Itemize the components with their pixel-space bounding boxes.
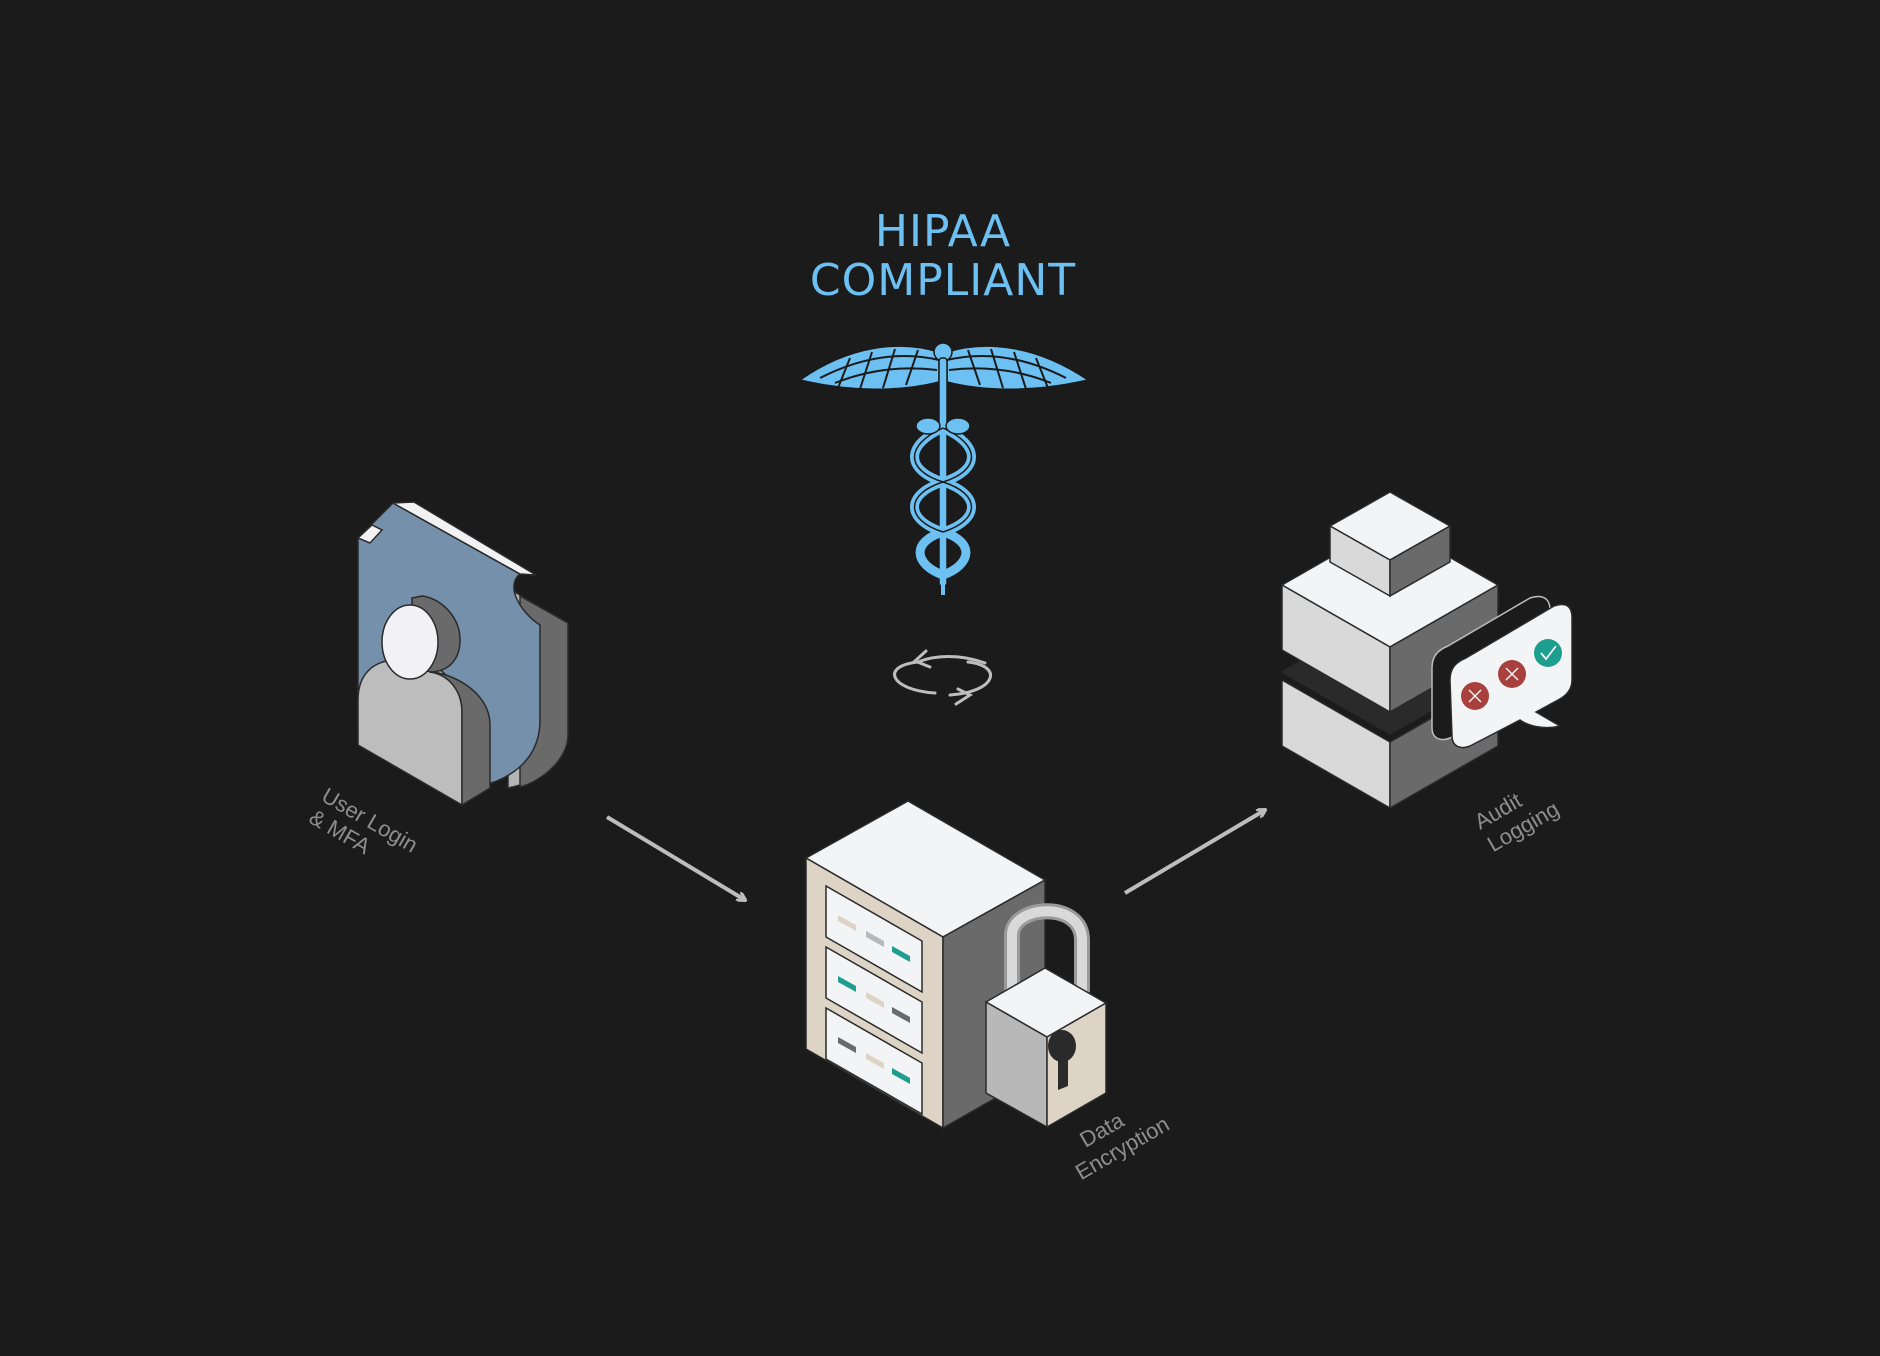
caduceus-icon — [798, 342, 1090, 595]
audit-log-icon — [1280, 491, 1573, 810]
arrow-login-to-encryption — [605, 815, 745, 900]
label-user-login: User Login & MFA — [305, 783, 422, 859]
check-mark-icon — [1534, 639, 1562, 667]
title-line-1: HIPAA — [875, 206, 1011, 257]
user-shield-icon — [356, 501, 569, 807]
arrow-encryption-to-audit — [1123, 810, 1265, 895]
title-line-2: COMPLIANT — [810, 255, 1076, 306]
refresh-cycle-icon — [893, 649, 992, 706]
label-audit-logging: Audit Logging — [1470, 788, 1563, 857]
title: HIPAA COMPLIANT — [810, 206, 1076, 306]
server-lock-icon — [804, 800, 1108, 1130]
x-mark-icon — [1461, 682, 1489, 710]
x-mark-icon — [1498, 660, 1526, 688]
